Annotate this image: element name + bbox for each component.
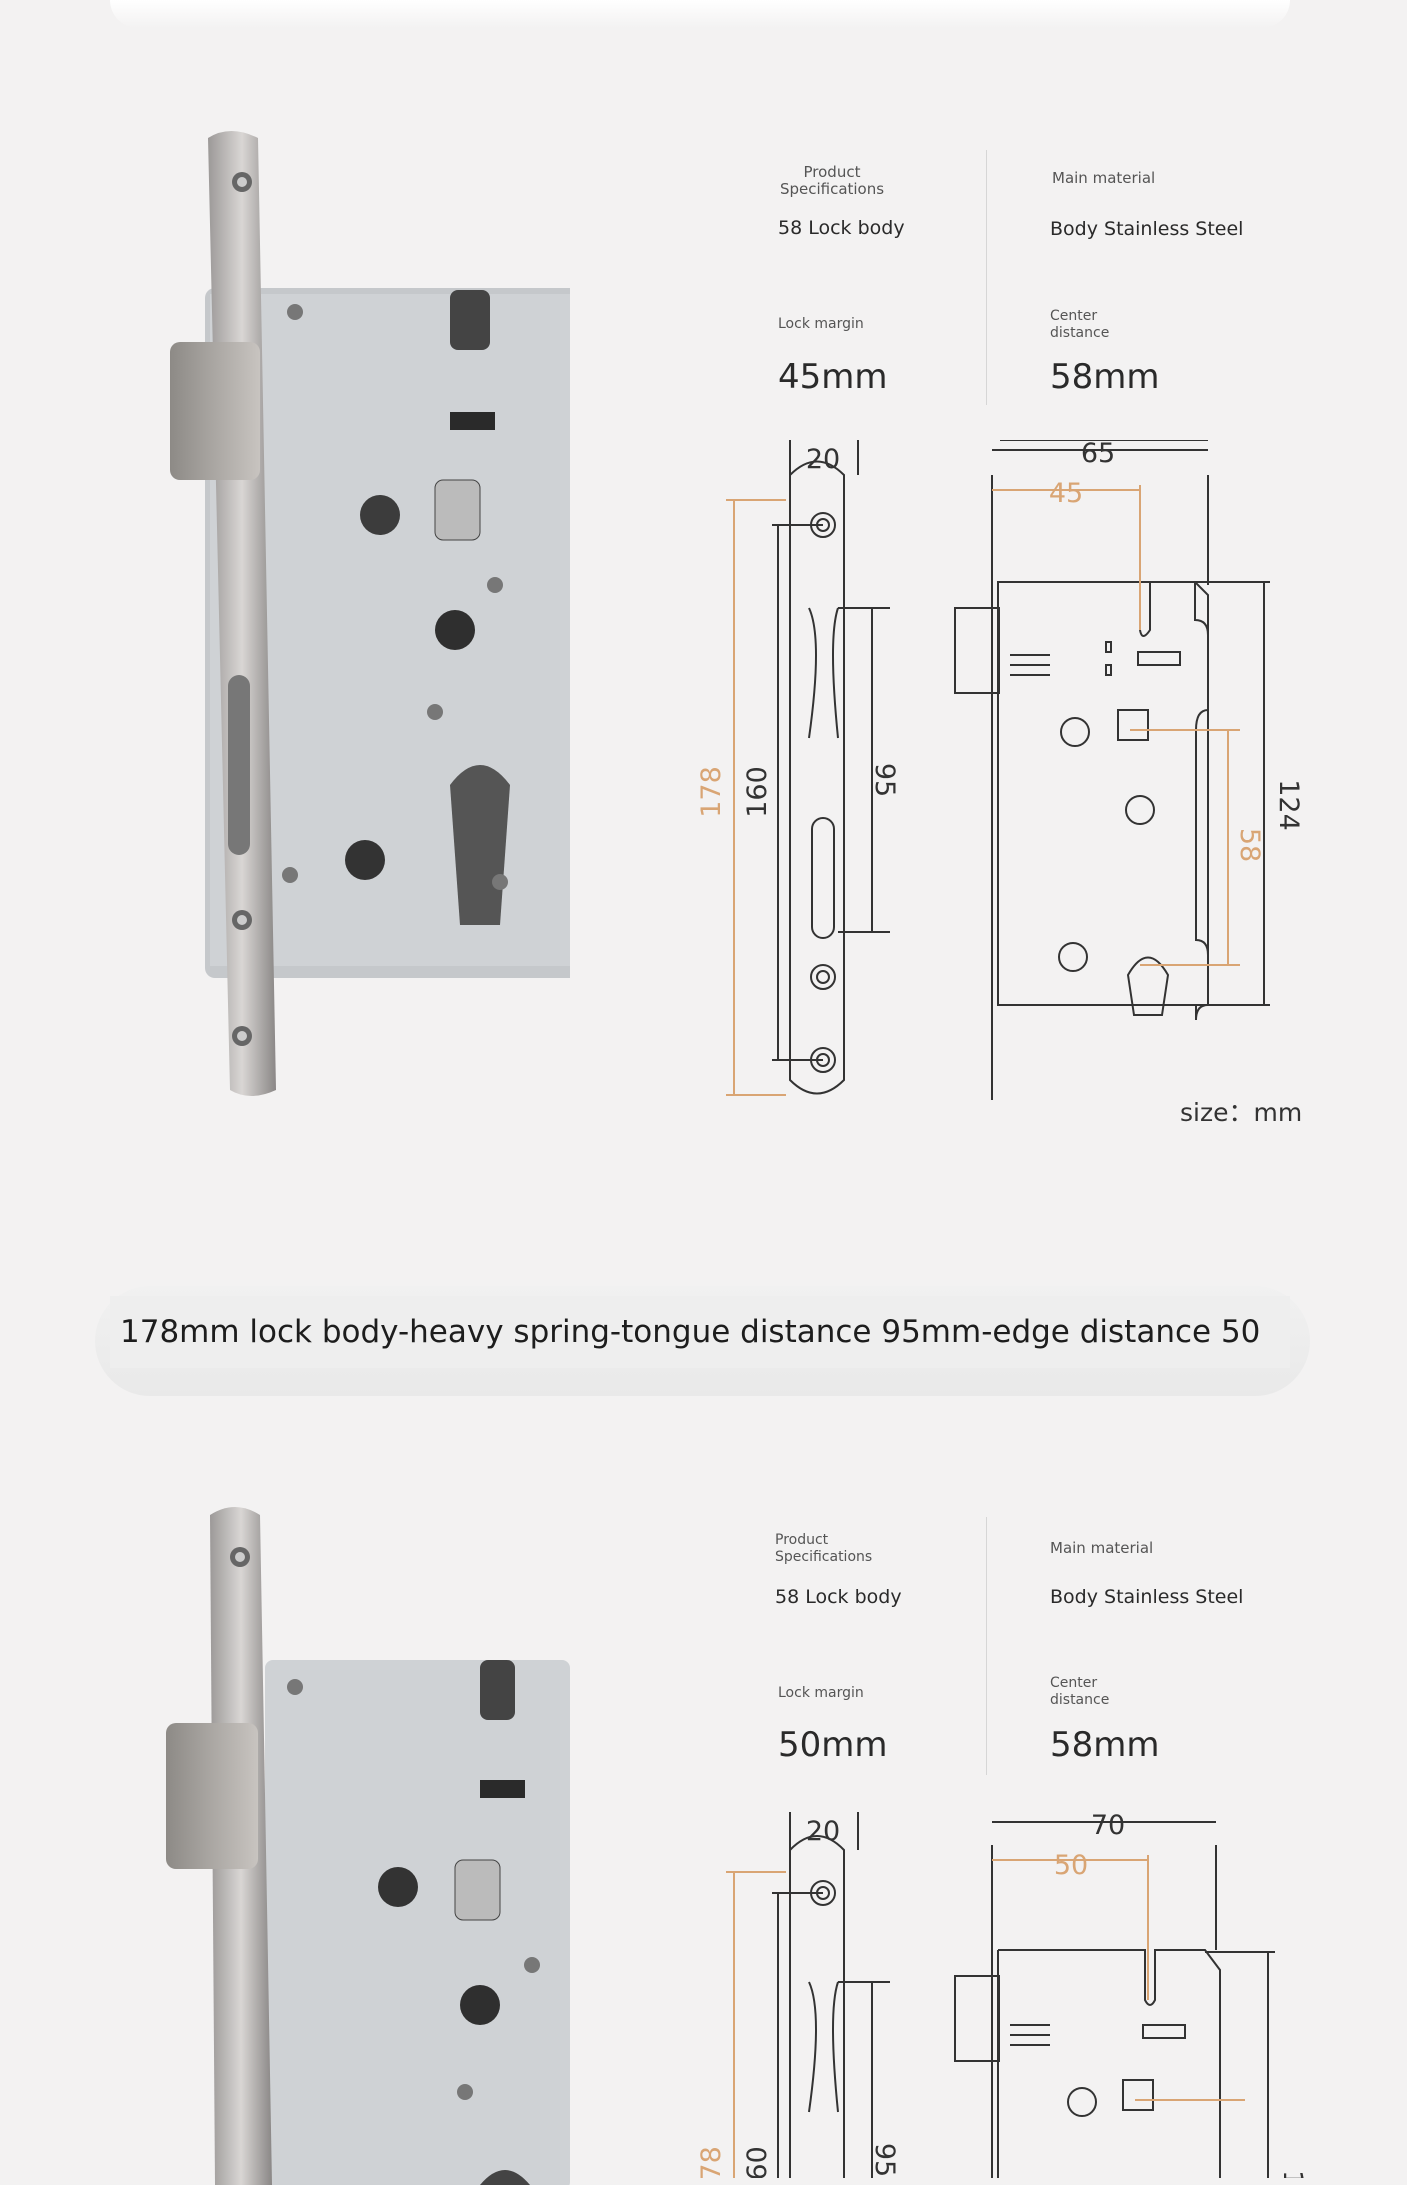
mortise-lock-photo-2-icon: [166, 1507, 570, 2185]
spec-divider: [986, 150, 987, 405]
material-value: Body Stainless Steel: [1050, 218, 1244, 240]
product-spec-label-2: Product Specifications: [775, 1532, 873, 1565]
lock-body-drawing-icon: [954, 440, 1270, 1100]
lock-body-drawing-2-icon: 70 50 12: [954, 1810, 1308, 2178]
product-spec-value-2: 58 Lock body: [775, 1586, 902, 1608]
center-distance-value-2: 58mm: [1050, 1725, 1160, 1765]
face-width-text: 20: [806, 444, 840, 475]
top-fade: [110, 0, 1290, 28]
backset-text: 45: [1049, 478, 1083, 509]
front-plate-drawing-2-icon: 20 178 160 95: [696, 1812, 900, 2178]
backset-text-2: 50: [1054, 1850, 1088, 1881]
body-width-text-2: 70: [1091, 1810, 1125, 1841]
lock-margin-value-2: 50mm: [778, 1725, 888, 1765]
material-value-2: Body Stainless Steel: [1050, 1586, 1244, 1608]
spec-divider-2: [986, 1517, 987, 1775]
product-spec-value: 58 Lock body: [778, 217, 905, 239]
latch-slot-text: 95: [869, 763, 900, 797]
total-length-text: 178: [696, 766, 727, 818]
total-length-text-2: 178: [696, 2146, 727, 2178]
banner-inner: [110, 1296, 1290, 1368]
material-label: Main material: [1052, 169, 1156, 187]
body-height-text-2: 12: [1277, 2170, 1308, 2178]
center-distance-label-2: Center distance: [1050, 1675, 1110, 1708]
lock-margin-value: 45mm: [778, 357, 888, 397]
body-width-text: 65: [1081, 440, 1115, 469]
lock-body-dim-labels: 65 45 124 58: [1049, 440, 1304, 862]
mortise-lock-photo-icon: [170, 131, 570, 1096]
center-distance-value: 58mm: [1050, 357, 1160, 397]
product-spec-label: Product Specifications: [779, 163, 885, 198]
material-label-2: Main material: [1050, 1539, 1154, 1557]
lock-margin-label-2: Lock margin: [778, 1685, 864, 1701]
front-plate-dim-labels: 20 178 160 95: [696, 444, 900, 818]
hole-span-text: 160: [742, 766, 773, 818]
center-text: 58: [1234, 828, 1265, 862]
face-width-text-2: 20: [806, 1816, 840, 1847]
body-height-text: 124: [1273, 779, 1304, 831]
front-plate-drawing-icon: [726, 440, 890, 1096]
lock-margin-label: Lock margin: [778, 316, 864, 332]
center-distance-label: Center distance: [1050, 308, 1110, 341]
size-unit-text: size：mm: [1180, 1098, 1303, 1127]
latch-slot-text-2: 95: [869, 2143, 900, 2177]
banner-title: 178mm lock body-heavy spring-tongue dist…: [120, 1314, 1261, 1350]
hole-span-text-2: 160: [742, 2146, 773, 2178]
